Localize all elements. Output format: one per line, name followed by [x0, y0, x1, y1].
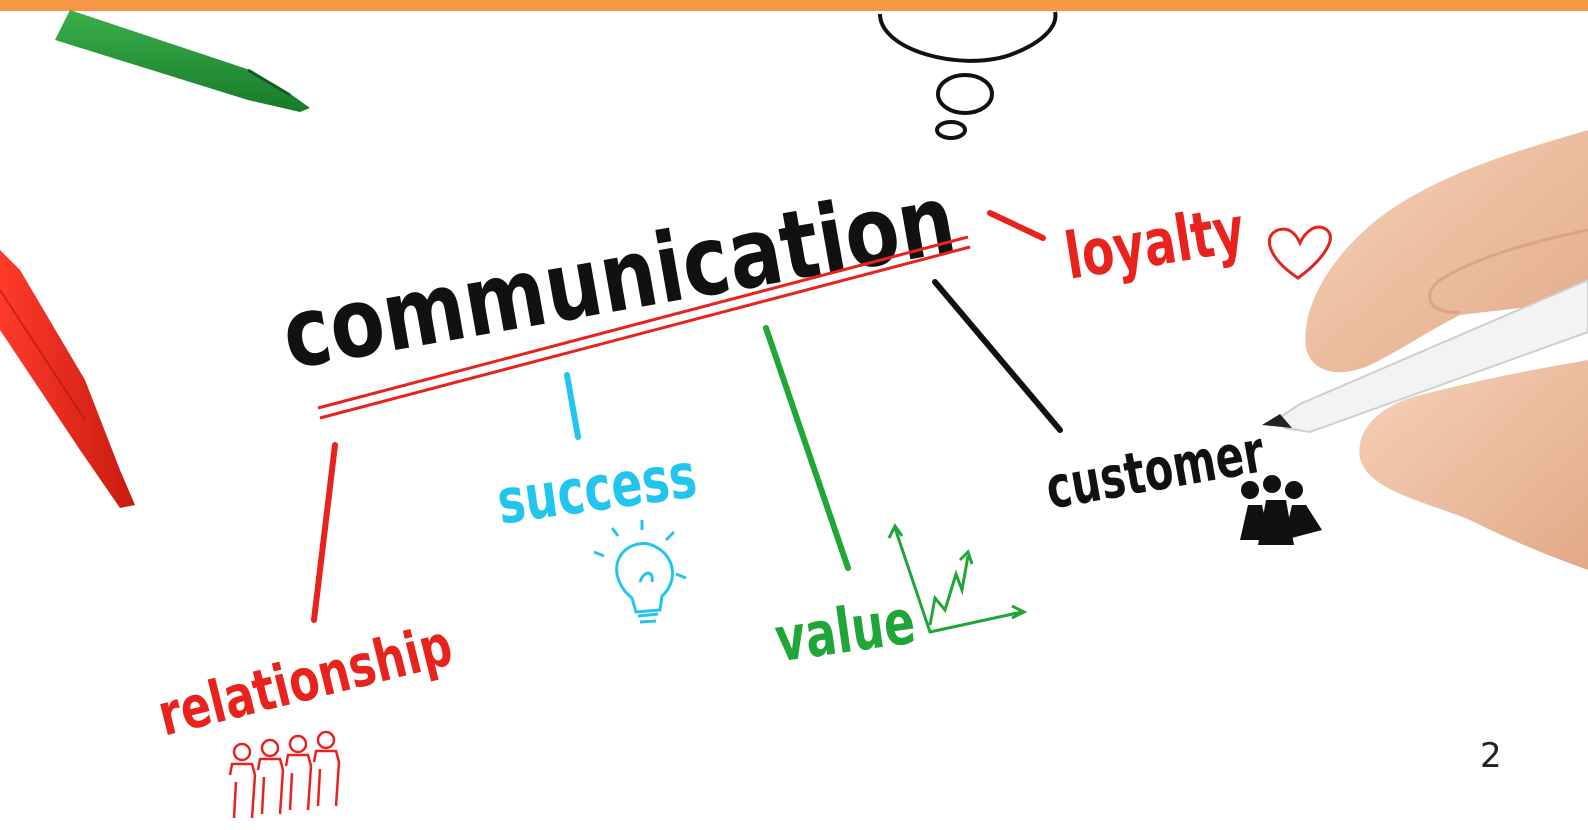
branch-customer-label: customer: [1041, 417, 1270, 522]
center-underline: [317, 235, 971, 420]
thought-bubble-icon: [878, 11, 1058, 140]
heart-icon: [1267, 225, 1332, 280]
green-marker: [55, 10, 310, 112]
people-row-icon: [228, 730, 341, 819]
loyalty-label-group: loyalty: [1060, 193, 1249, 294]
connector-value: [763, 325, 851, 571]
branch-relationship-label: relationship: [151, 611, 459, 750]
lightbulb-icon: [593, 520, 687, 624]
value-label-group: value: [771, 585, 920, 677]
hand-with-pen: [1262, 130, 1588, 570]
branch-loyalty-label: loyalty: [1060, 193, 1249, 294]
branch-success-label: success: [493, 438, 701, 538]
growth-chart-icon: [887, 523, 1028, 634]
connector-relationship: [311, 442, 338, 623]
customer-label-group: customer: [1041, 417, 1270, 522]
branch-value-label: value: [771, 585, 920, 677]
accent-top-bar: [0, 0, 1588, 11]
slide-page-number: 2: [1480, 736, 1502, 776]
success-label-group: success: [493, 438, 701, 538]
red-marker: [0, 250, 135, 508]
people-group-icon: [1240, 475, 1322, 545]
connector-customer: [932, 279, 1063, 433]
connector-success: [564, 372, 581, 440]
relationship-label-group: relationship: [151, 611, 459, 750]
connector-loyalty: [987, 210, 1046, 241]
